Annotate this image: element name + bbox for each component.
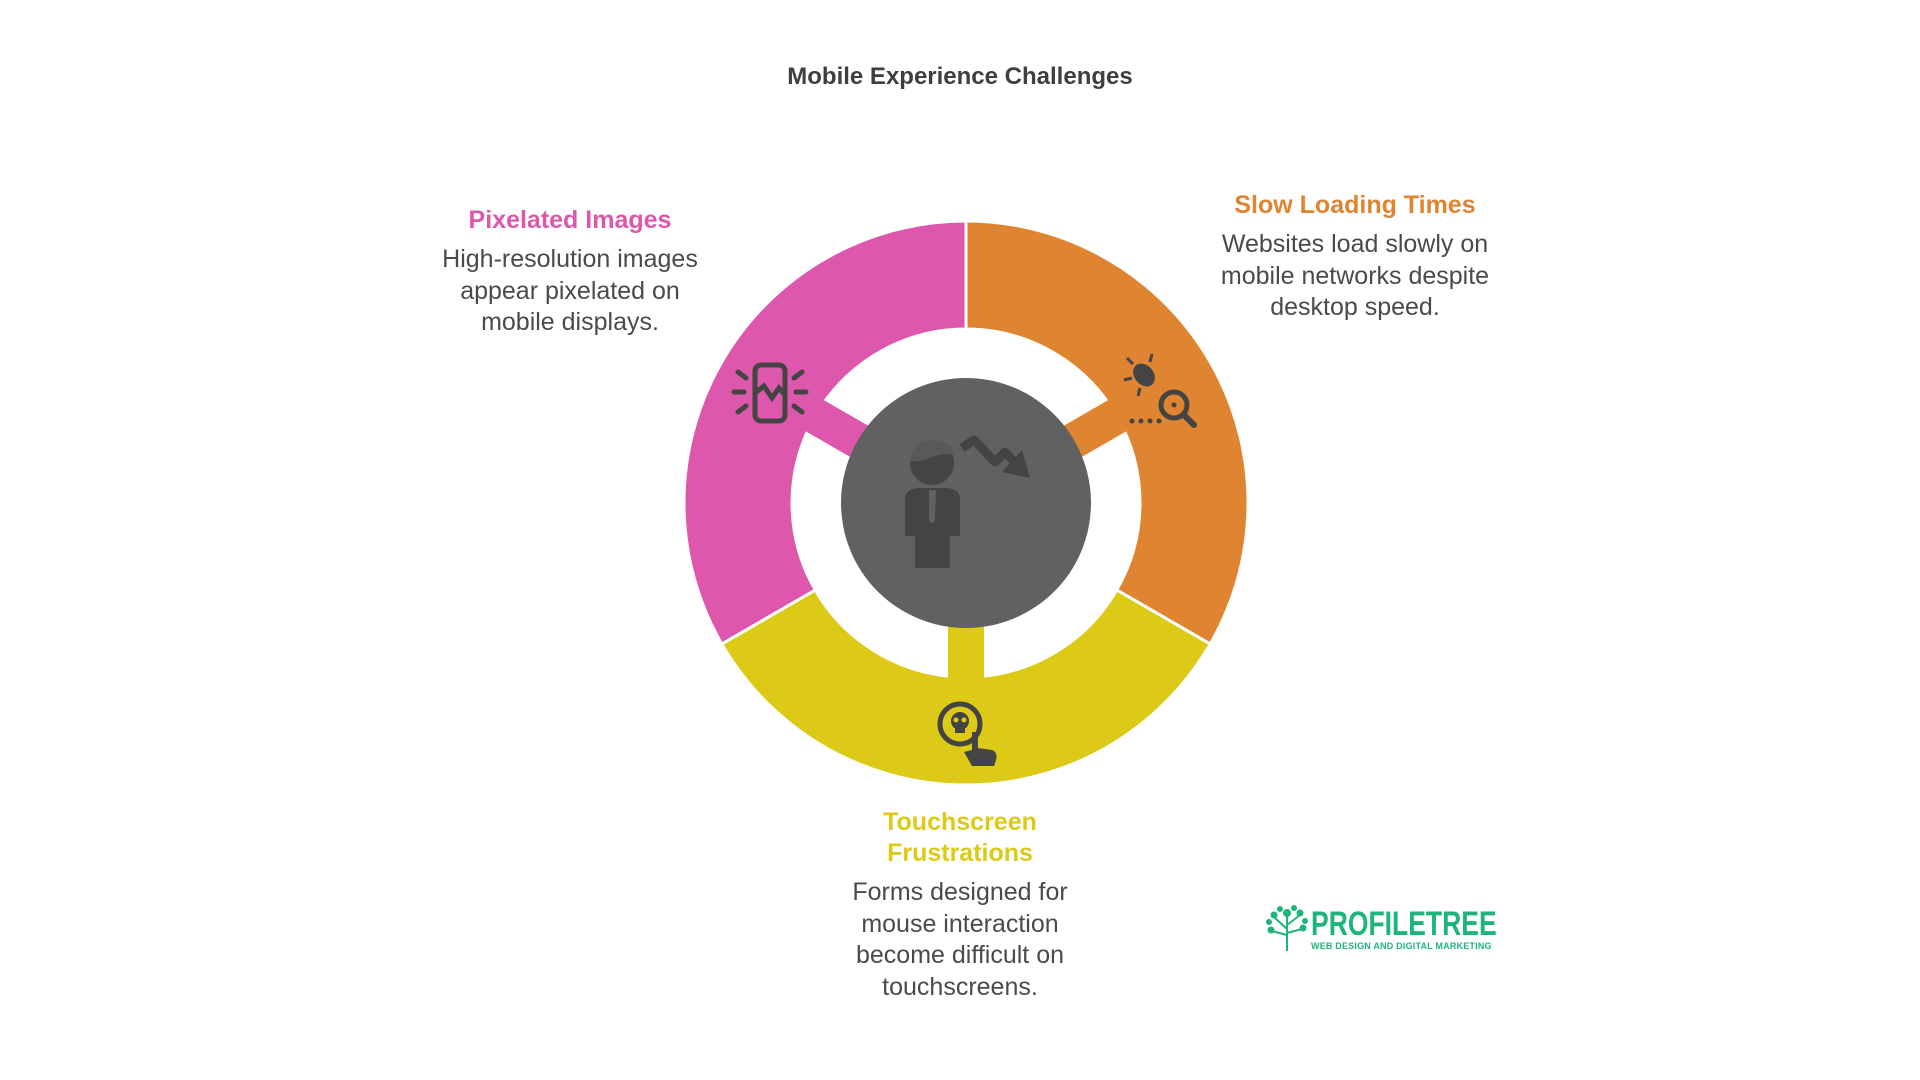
profiletree-logo: PROFILETREE WEB DESIGN AND DIGITAL MARKE… bbox=[1266, 903, 1497, 953]
bug-search-icon bbox=[1123, 353, 1197, 428]
connector-touch bbox=[948, 621, 984, 681]
segment-heading: Slow Loading Times bbox=[1234, 191, 1476, 219]
broken-phone-icon bbox=[731, 362, 809, 424]
logo-tagline: WEB DESIGN AND DIGITAL MARKETING bbox=[1311, 941, 1492, 951]
connector-pixelated bbox=[802, 398, 873, 460]
center-disc bbox=[841, 378, 1091, 628]
segment-ring bbox=[682, 219, 1250, 787]
connector-slow bbox=[1059, 398, 1130, 460]
segment-slow-loading-times: Slow Loading Times Websites load slowly … bbox=[1220, 190, 1490, 324]
segment-description: Websites load slowly on mobile networks … bbox=[1220, 230, 1490, 321]
skull-touch-icon bbox=[937, 701, 997, 766]
diagram-title: Mobile Experience Challenges bbox=[787, 63, 1133, 90]
segment-description: Forms designed for mouse interaction bec… bbox=[852, 878, 1068, 1001]
ring-segment-touch bbox=[719, 587, 1213, 787]
segment-touchscreen-frustrations: Touchscreen Frustrations Forms designed … bbox=[825, 807, 1095, 1003]
segment-heading: Touchscreen Frustrations bbox=[883, 808, 1037, 867]
businessman-downtrend-icon bbox=[905, 435, 1030, 568]
tree-icon bbox=[1266, 905, 1308, 951]
logo-name: PROFILETREE bbox=[1311, 905, 1497, 943]
segment-pixelated-images: Pixelated Images High-resolution images … bbox=[440, 205, 700, 339]
segment-heading: Pixelated Images bbox=[468, 206, 672, 234]
ring-segment-pixelated bbox=[682, 219, 968, 647]
ring-segment-slow bbox=[964, 219, 1250, 647]
segment-description: High-resolution images appear pixelated … bbox=[442, 245, 698, 336]
